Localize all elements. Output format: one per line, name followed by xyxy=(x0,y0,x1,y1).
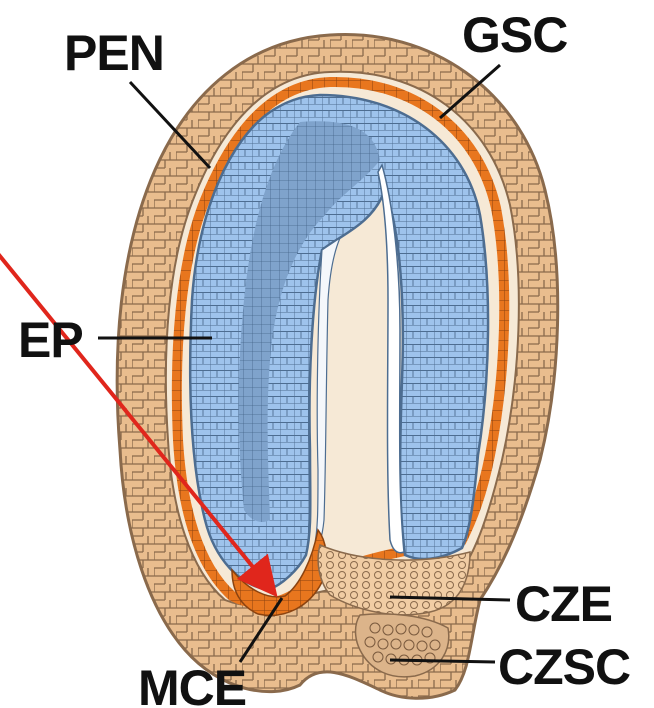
label-cze: CZE xyxy=(515,576,612,632)
label-pen: PEN xyxy=(64,25,164,81)
label-czsc: CZSC xyxy=(498,639,630,695)
label-gsc: GSC xyxy=(462,7,567,63)
label-mce: MCE xyxy=(138,660,246,708)
czsc-leader xyxy=(390,660,495,662)
label-ep: EP xyxy=(18,312,83,368)
